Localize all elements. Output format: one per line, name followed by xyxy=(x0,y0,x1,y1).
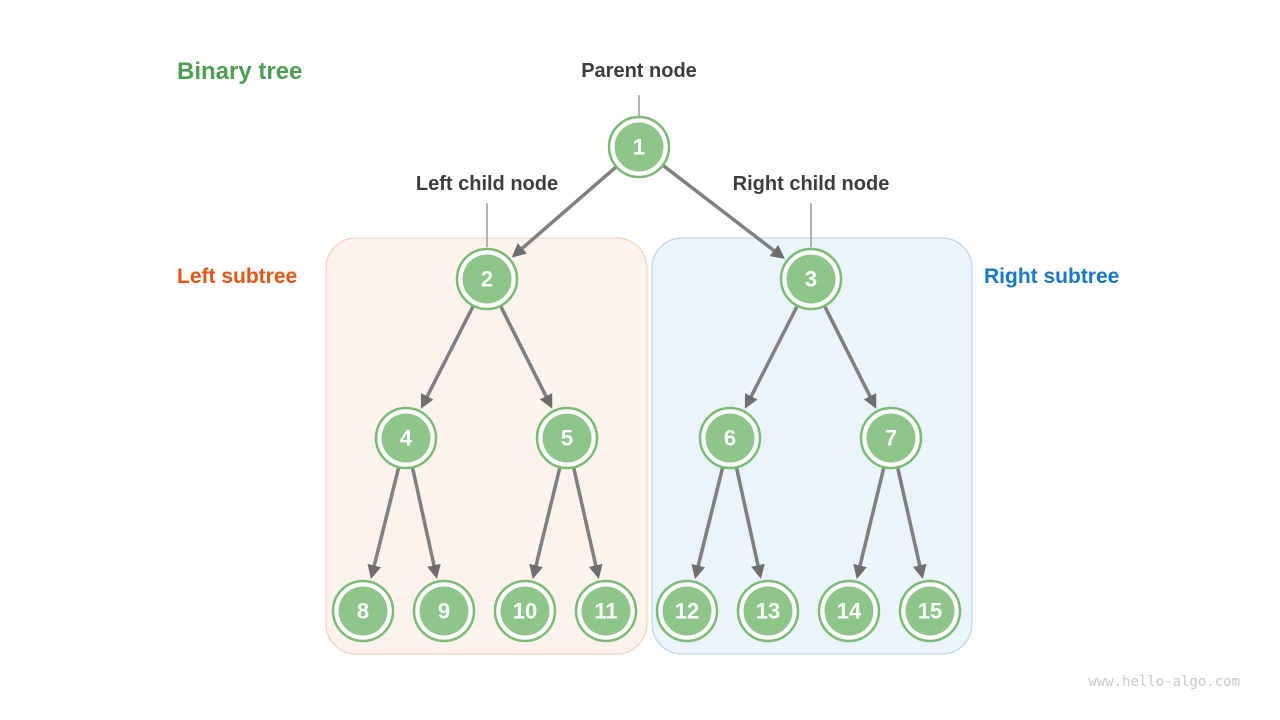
edge-2-5 xyxy=(499,305,553,409)
node-disc xyxy=(614,122,664,172)
tree-node-6: 6 xyxy=(698,406,762,470)
tree-node-15: 15 xyxy=(898,579,962,643)
node-value: 4 xyxy=(400,426,413,451)
node-disc xyxy=(500,586,550,636)
node-disc xyxy=(743,586,793,636)
node-disc xyxy=(581,586,631,636)
node-disc xyxy=(338,586,388,636)
node-value: 6 xyxy=(724,426,736,451)
edge-4-8 xyxy=(367,467,401,580)
edge-5-11 xyxy=(572,467,603,580)
right-child-node-label: Right child node xyxy=(732,173,890,195)
node-value: 5 xyxy=(561,426,573,451)
parent-node-label: Parent node xyxy=(581,60,697,82)
watermark-url: www.hello-algo.com xyxy=(1088,674,1240,690)
left-subtree-label: Left subtree xyxy=(177,265,298,288)
node-disc xyxy=(786,254,836,304)
node-value: 14 xyxy=(837,599,862,624)
node-value: 3 xyxy=(805,267,817,292)
left-child-node-label: Left child node xyxy=(415,173,559,195)
node-disc xyxy=(705,413,755,463)
node-value: 2 xyxy=(481,267,493,292)
tree-node-9: 9 xyxy=(412,579,476,643)
node-disc xyxy=(542,413,592,463)
node-disc xyxy=(866,413,916,463)
node-value: 12 xyxy=(675,599,699,624)
edge-2-4 xyxy=(420,305,475,409)
edge-4-9 xyxy=(410,467,441,579)
tree-node-14: 14 xyxy=(817,579,881,643)
tree-node-4: 4 xyxy=(374,406,438,470)
edge-3-7 xyxy=(823,305,877,409)
edge-5-10 xyxy=(529,467,562,580)
node-disc xyxy=(462,254,512,304)
tree-node-1: 1 xyxy=(607,115,671,179)
tree-node-5: 5 xyxy=(535,406,599,470)
node-value: 15 xyxy=(918,599,942,624)
node-disc xyxy=(824,586,874,636)
tree-node-13: 13 xyxy=(736,579,800,643)
edge-3-6 xyxy=(744,305,799,409)
tree-node-3: 3 xyxy=(779,247,843,311)
edge-7-14 xyxy=(853,467,886,580)
node-disc xyxy=(419,586,469,636)
node-value: 1 xyxy=(633,135,645,160)
figure-title: Binary tree xyxy=(177,58,303,85)
right-subtree-box xyxy=(651,237,973,655)
tree-node-8: 8 xyxy=(331,579,395,643)
edge-6-13 xyxy=(734,467,765,579)
edge-1-3 xyxy=(662,164,785,260)
tree-node-7: 7 xyxy=(859,406,923,470)
node-value: 7 xyxy=(885,426,897,451)
node-disc xyxy=(662,586,712,636)
node-value: 10 xyxy=(513,599,537,624)
tree-node-11: 11 xyxy=(574,579,638,643)
node-value: 8 xyxy=(357,599,369,624)
node-value: 13 xyxy=(756,599,780,624)
node-value: 11 xyxy=(594,599,617,624)
tree-node-12: 12 xyxy=(655,579,719,643)
node-disc xyxy=(905,586,955,636)
edge-7-15 xyxy=(896,467,927,580)
node-value: 9 xyxy=(438,599,450,624)
tree-node-2: 2 xyxy=(455,247,519,311)
right-subtree-label: Right subtree xyxy=(984,265,1120,288)
edge-6-12 xyxy=(691,467,725,580)
node-disc xyxy=(381,413,431,463)
edge-1-2 xyxy=(511,166,617,258)
tree-node-10: 10 xyxy=(493,579,557,643)
